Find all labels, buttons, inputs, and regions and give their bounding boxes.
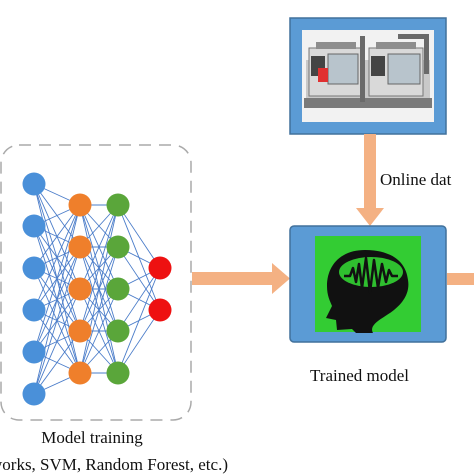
network-node [106, 235, 130, 259]
trained-model-label: Trained model [310, 366, 410, 385]
network-node [68, 193, 92, 217]
network-node [106, 277, 130, 301]
network-node [68, 277, 92, 301]
network-node [106, 319, 130, 343]
training-methods-label: works, SVM, Random Forest, etc.) [0, 455, 228, 474]
online-data-label: Online dat [380, 170, 452, 189]
network-node [22, 382, 46, 406]
network-edge [79, 204, 119, 332]
network-node [68, 235, 92, 259]
network-edge [79, 204, 119, 374]
brain-head-icon [315, 236, 421, 333]
network-node [22, 256, 46, 280]
output-arrow [447, 273, 474, 285]
model-training-label: Model training [41, 428, 143, 447]
network-edge [33, 246, 81, 395]
neural-network [22, 172, 172, 406]
network-edge [33, 204, 81, 311]
network-edge [33, 330, 81, 395]
network-edge [33, 288, 81, 395]
network-node [22, 214, 46, 238]
network-edge [33, 204, 81, 395]
network-edge [117, 267, 161, 374]
online-data-arrow [356, 134, 384, 226]
network-node [148, 256, 172, 280]
network-connections [33, 183, 161, 395]
network-edge [33, 204, 81, 269]
network-edge [79, 204, 119, 290]
training-arrow [192, 263, 290, 294]
network-node [22, 298, 46, 322]
network-edge [33, 204, 81, 353]
network-edge [79, 246, 119, 374]
network-node [68, 361, 92, 385]
network-edge [117, 267, 161, 332]
network-node [106, 193, 130, 217]
network-node [148, 298, 172, 322]
network-node [22, 340, 46, 364]
network-edge [79, 288, 119, 374]
network-edge [117, 204, 161, 269]
network-edge [117, 309, 161, 374]
network-node [106, 361, 130, 385]
cnc-machines-photo [302, 30, 434, 122]
training-container [0, 144, 192, 421]
network-node [68, 319, 92, 343]
network-node [22, 172, 46, 196]
